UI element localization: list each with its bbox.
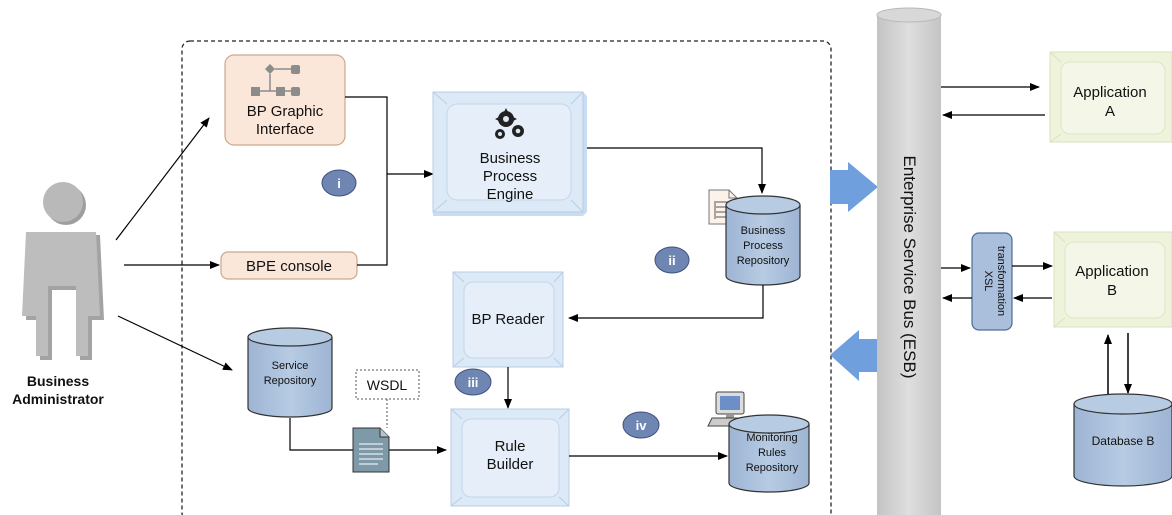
wsdl-document-icon: [352, 427, 390, 473]
connector-bpe-console: [357, 174, 388, 266]
bp-graphic-interface-label-1: BP Graphic: [247, 103, 324, 120]
arrow-service-repository-to-rule-builder: [289, 418, 447, 454]
svg-text:ii: ii: [668, 253, 675, 268]
business-process-repository[interactable]: Business Process Repository: [725, 195, 801, 286]
arrow-repository-to-bp-reader: [568, 285, 764, 322]
connector-graphic-interface: [345, 96, 388, 174]
svg-text:iii: iii: [468, 375, 479, 390]
engine-label-2: Process: [483, 168, 537, 185]
blue-arrow-from-esb: [830, 330, 877, 381]
arrow-engine-to-bp-repository: [587, 147, 766, 194]
application-b-label-1: Application: [1075, 263, 1148, 280]
step-iii-badge: iii: [454, 368, 492, 396]
bp-repository-label-1: Business: [741, 225, 786, 237]
gears-icon: [495, 108, 524, 139]
monitoring-label-1: Monitoring: [746, 432, 797, 444]
bp-repository-label-3: Repository: [737, 255, 790, 267]
system-boundary: [181, 40, 832, 515]
service-repository[interactable]: Service Repository: [247, 327, 333, 418]
service-repository-label-2: Repository: [264, 375, 317, 387]
step-iv-badge: iv: [622, 411, 660, 439]
step-i-badge: i: [321, 169, 357, 197]
application-a-box[interactable]: Application A: [1049, 51, 1172, 143]
process-flow-icon: [251, 64, 300, 96]
svg-text:i: i: [337, 176, 341, 191]
step-ii-badge: ii: [654, 246, 690, 274]
engine-label-3: Engine: [487, 186, 534, 203]
rule-builder-label-2: Builder: [487, 456, 534, 473]
bp-graphic-interface-label-2: Interface: [256, 121, 314, 138]
database-b-label: Database B: [1092, 434, 1155, 448]
esb-bus: Enterprise Service Bus (ESB): [876, 7, 942, 515]
xsl-transformation-box[interactable]: XSL transformation: [971, 232, 1013, 331]
blue-arrow-to-esb: [830, 162, 878, 212]
arrow-actor-to-service-repository: [117, 315, 233, 371]
wsdl-label: WSDL: [367, 377, 408, 393]
bp-reader-label: BP Reader: [471, 311, 544, 328]
arrow-actor-to-graphic-interface: [115, 117, 210, 241]
monitoring-label-2: Rules: [758, 447, 787, 459]
bpe-console-label: BPE console: [246, 258, 332, 275]
service-repository-label-1: Service: [272, 360, 309, 372]
application-b-label-2: B: [1107, 282, 1117, 299]
bp-repository-label-2: Process: [743, 240, 783, 252]
monitoring-rules-repository[interactable]: Monitoring Rules Repository: [728, 414, 810, 493]
bp-reader-box[interactable]: BP Reader: [452, 271, 564, 368]
application-a-label-1: Application: [1073, 84, 1146, 101]
svg-text:iv: iv: [636, 418, 648, 433]
application-a-label-2: A: [1105, 103, 1115, 120]
esb-label: Enterprise Service Bus (ESB): [900, 156, 919, 379]
wsdl-note: WSDL: [355, 369, 420, 428]
database-b[interactable]: Database B: [1073, 393, 1172, 487]
actor-label-line1: Business: [27, 373, 89, 389]
xsl-label-2: transformation: [995, 246, 1007, 316]
xsl-label-1: XSL: [982, 271, 994, 292]
application-b-box[interactable]: Application B: [1053, 231, 1172, 328]
business-administrator-icon: [22, 182, 104, 360]
bpe-console-box[interactable]: BPE console: [220, 251, 358, 280]
actor-label-line2: Administrator: [12, 391, 104, 407]
engine-label-1: Business: [480, 150, 541, 167]
monitoring-label-3: Repository: [746, 462, 799, 474]
rule-builder-box[interactable]: Rule Builder: [450, 408, 570, 507]
business-process-engine-box[interactable]: Business Process Engine: [432, 91, 587, 216]
rule-builder-label-1: Rule: [495, 438, 526, 455]
bp-graphic-interface-box[interactable]: BP Graphic Interface: [224, 54, 346, 146]
